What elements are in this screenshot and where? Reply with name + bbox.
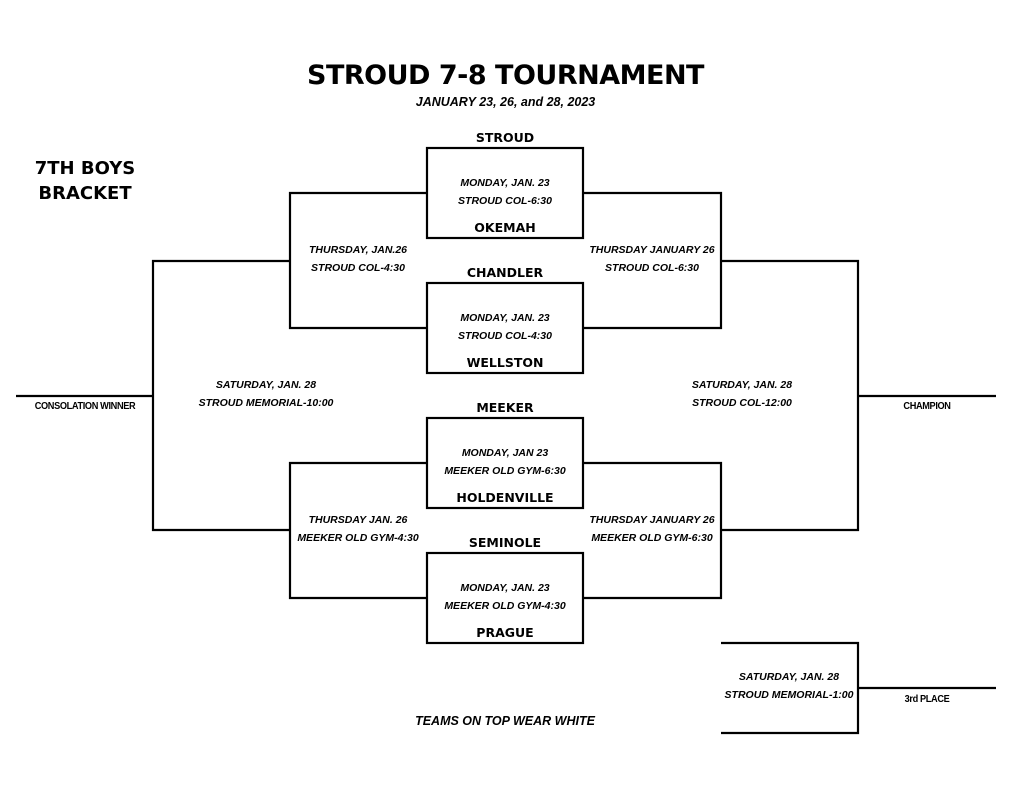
consolation-semi-1-info: THURSDAY, JAN.26 STROUD COL-4:30 [284,242,432,277]
championship-semi-2-info: THURSDAY JANUARY 26 MEEKER OLD GYM-6:30 [578,512,726,547]
championship-final-day: SATURDAY, JAN. 28 [691,379,793,391]
bracket-label-line-1: 7TH BOYS [34,158,136,179]
championship-final-site: STROUD COL-12:00 [692,396,792,409]
game-4-site: MEEKER OLD GYM-4:30 [444,599,566,612]
game-1-site: STROUD COL-6:30 [458,194,552,207]
team-holdenville: HOLDENVILLE [456,490,554,505]
consolation-winner-label: CONSOLATION WINNER [34,401,136,412]
consolation-semi-2-site: MEEKER OLD GYM-4:30 [297,531,419,544]
team-seminole: SEMINOLE [468,535,542,550]
consolation-final-site: STROUD MEMORIAL-10:00 [198,396,334,409]
champion-label: CHAMPION [903,401,951,412]
championship-semi-2-day: THURSDAY JANUARY 26 [589,514,715,526]
third-place-info: SATURDAY, JAN. 28 STROUD MEMORIAL-1:00 [714,669,864,704]
tournament-dates: JANUARY 23, 26, and 28, 2023 [415,95,596,109]
team-stroud: STROUD [475,130,535,145]
third-place-day: SATURDAY, JAN. 28 [738,671,840,683]
game-2-day: MONDAY, JAN. 23 [460,312,550,324]
team-chandler: CHANDLER [466,265,544,280]
consolation-semi-1-site: STROUD COL-4:30 [311,261,405,274]
uniform-note: TEAMS ON TOP WEAR WHITE [415,714,595,728]
game-4-day: MONDAY, JAN. 23 [460,582,550,594]
consolation-semi-1-day: THURSDAY, JAN.26 [308,244,408,256]
consolation-final-day: SATURDAY, JAN. 28 [215,379,317,391]
consolation-final-info: SATURDAY, JAN. 28 STROUD MEMORIAL-10:00 [186,377,346,412]
bracket-label-line-2: BRACKET [38,183,132,204]
third-place-label: 3rd PLACE [904,694,950,705]
game-3-day: MONDAY, JAN 23 [461,447,549,459]
championship-semi-1-day: THURSDAY JANUARY 26 [589,244,715,256]
third-place-site: STROUD MEMORIAL-1:00 [724,688,854,701]
team-wellston: WELLSTON [466,355,544,370]
game-3-info: MONDAY, JAN 23 MEEKER OLD GYM-6:30 [427,445,583,480]
game-2-site: STROUD COL-4:30 [458,329,552,342]
consolation-semi-2-day: THURSDAY JAN. 26 [308,514,408,526]
game-2-info: MONDAY, JAN. 23 STROUD COL-4:30 [427,310,583,345]
championship-semi-1-site: STROUD COL-6:30 [605,261,699,274]
game-4-info: MONDAY, JAN. 23 MEEKER OLD GYM-4:30 [427,580,583,615]
team-meeker: MEEKER [476,400,534,415]
game-1-info: MONDAY, JAN. 23 STROUD COL-6:30 [427,175,583,210]
game-1-day: MONDAY, JAN. 23 [460,177,550,189]
game-3-site: MEEKER OLD GYM-6:30 [444,464,566,477]
page-title: STROUD 7-8 TOURNAMENT [307,60,704,91]
team-okemah: OKEMAH [474,220,536,235]
championship-final-info: SATURDAY, JAN. 28 STROUD COL-12:00 [662,377,822,412]
championship-semi-2-site: MEEKER OLD GYM-6:30 [591,531,713,544]
championship-semi-1-info: THURSDAY JANUARY 26 STROUD COL-6:30 [578,242,726,277]
consolation-semi-2-info: THURSDAY JAN. 26 MEEKER OLD GYM-4:30 [284,512,432,547]
team-prague: PRAGUE [476,625,534,640]
